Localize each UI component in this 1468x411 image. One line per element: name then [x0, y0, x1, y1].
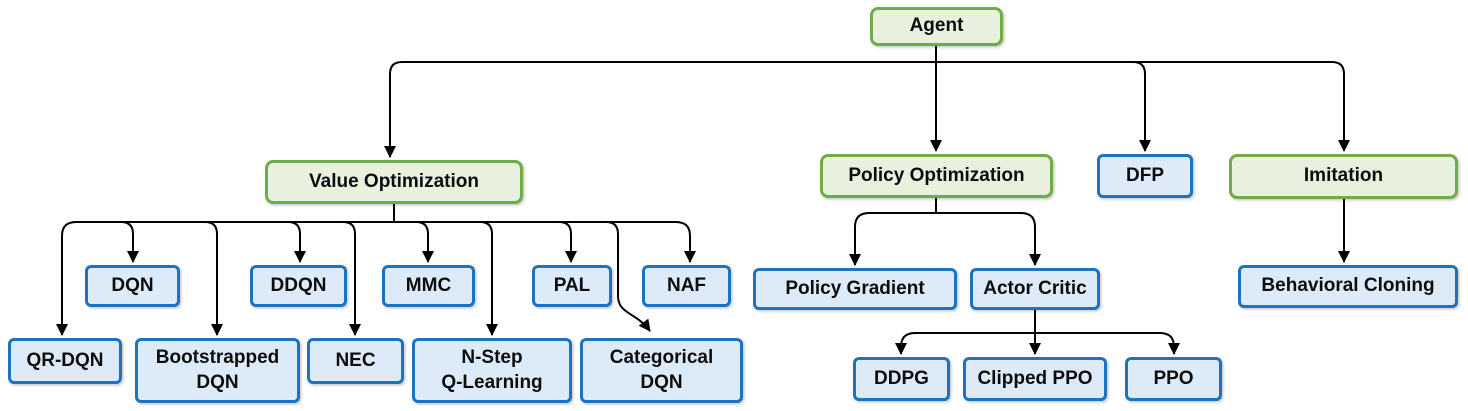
node-ppo-label: PPO	[1153, 367, 1194, 389]
node-clipped-ppo: Clipped PPO	[963, 357, 1107, 401]
node-qr-dqn: QR-DQN	[8, 338, 122, 384]
node-qr-dqn-label: QR-DQN	[26, 349, 104, 371]
node-behavioral-cloning-label: Behavioral Cloning	[1261, 275, 1435, 297]
node-mmc-label: MMC	[405, 274, 452, 296]
node-n-step-q-learning-label: N-Step Q-Learning	[441, 346, 543, 393]
edge-value-to-categorical-dqn	[605, 221, 651, 332]
node-mmc: MMC	[382, 265, 475, 307]
node-ddpg-label: DDPG	[874, 367, 929, 389]
node-value-optimization: Value Optimization	[265, 160, 523, 204]
node-dfp-label: DFP	[1126, 164, 1164, 186]
node-policy-optimization: Policy Optimization	[820, 154, 1053, 198]
edge-value-to-ddqn	[287, 221, 306, 263]
edge-actor-critic-bus	[900, 332, 1175, 348]
edge-agent-to-imitation	[936, 61, 1350, 152]
edge-value-to-bootstrapped-dqn	[204, 221, 223, 336]
node-imitation-label: Imitation	[1303, 165, 1384, 187]
node-ddqn: DDQN	[250, 265, 347, 307]
node-dqn-label: DQN	[111, 274, 154, 296]
edge-value-to-dqn	[120, 221, 139, 263]
edge-value-to-n-step-q-learning	[479, 221, 498, 336]
node-imitation: Imitation	[1229, 154, 1458, 199]
node-behavioral-cloning: Behavioral Cloning	[1238, 265, 1458, 308]
node-clipped-ppo-label: Clipped PPO	[977, 367, 1093, 389]
edge-policy-optimization-bus	[854, 212, 1036, 228]
node-naf-label: NAF	[666, 274, 707, 296]
node-agent-label: Agent	[909, 15, 964, 37]
edge-value-to-mmc	[415, 221, 434, 263]
node-bootstrapped-dqn: Bootstrapped DQN	[135, 338, 300, 403]
node-bootstrapped-dqn-label: Bootstrapped DQN	[155, 346, 280, 393]
node-actor-critic: Actor Critic	[970, 268, 1100, 310]
edge-value-optimization-bus	[61, 221, 691, 237]
edge-agent-to-dfp	[1132, 61, 1151, 152]
node-categorical-dqn: Categorical DQN	[580, 338, 743, 403]
node-categorical-dqn-label: Categorical DQN	[609, 346, 714, 393]
node-dfp: DFP	[1097, 154, 1193, 198]
edge-agent-to-value-optimization	[384, 61, 936, 158]
node-policy-optimization-label: Policy Optimization	[848, 164, 1025, 186]
node-nec-label: NEC	[335, 349, 376, 371]
node-nec: NEC	[307, 338, 404, 384]
node-policy-gradient: Policy Gradient	[753, 268, 957, 310]
node-agent: Agent	[870, 7, 1003, 46]
node-dqn: DQN	[85, 265, 180, 307]
node-ddpg: DDPG	[853, 357, 950, 401]
node-actor-critic-label: Actor Critic	[983, 277, 1087, 299]
node-n-step-q-learning: N-Step Q-Learning	[412, 338, 572, 403]
edge-value-to-nec	[342, 221, 361, 336]
edge-value-to-pal	[558, 221, 577, 263]
node-value-optimization-label: Value Optimization	[309, 170, 479, 192]
node-policy-gradient-label: Policy Gradient	[785, 277, 925, 299]
node-pal: PAL	[532, 265, 612, 307]
node-naf: NAF	[642, 265, 731, 307]
node-pal-label: PAL	[553, 274, 591, 296]
node-ddqn-label: DDQN	[270, 274, 327, 296]
node-ppo: PPO	[1125, 357, 1222, 401]
